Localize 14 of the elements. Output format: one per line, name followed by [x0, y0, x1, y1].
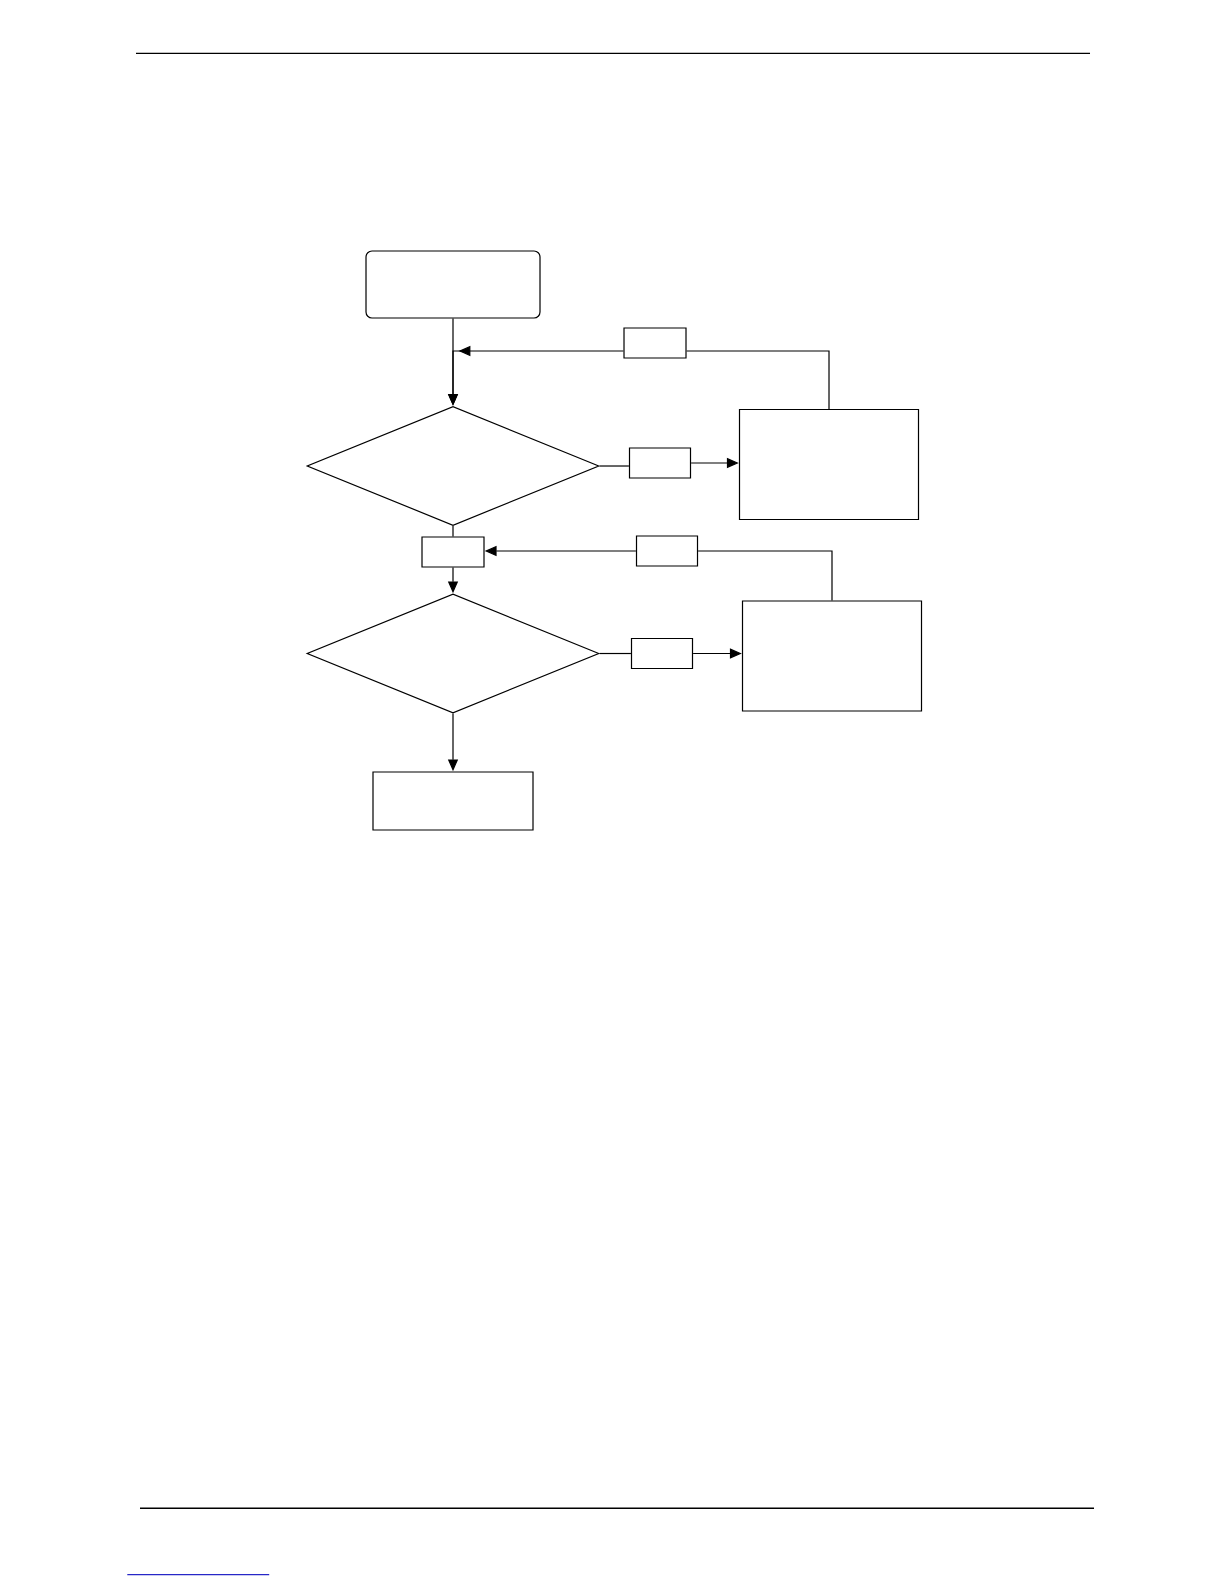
label-box [635, 535, 699, 567]
process-box [738, 408, 920, 521]
rounded-box [365, 250, 541, 319]
connector-line [697, 550, 833, 601]
connector-line [452, 525, 454, 537]
label-box [421, 536, 485, 568]
process-box [741, 600, 923, 712]
connector-line [686, 350, 830, 410]
label-box [623, 327, 687, 359]
label-box [628, 447, 692, 479]
connector-line [599, 652, 632, 655]
process-box [372, 771, 534, 831]
connector-line [599, 465, 630, 467]
label-box [630, 637, 694, 670]
